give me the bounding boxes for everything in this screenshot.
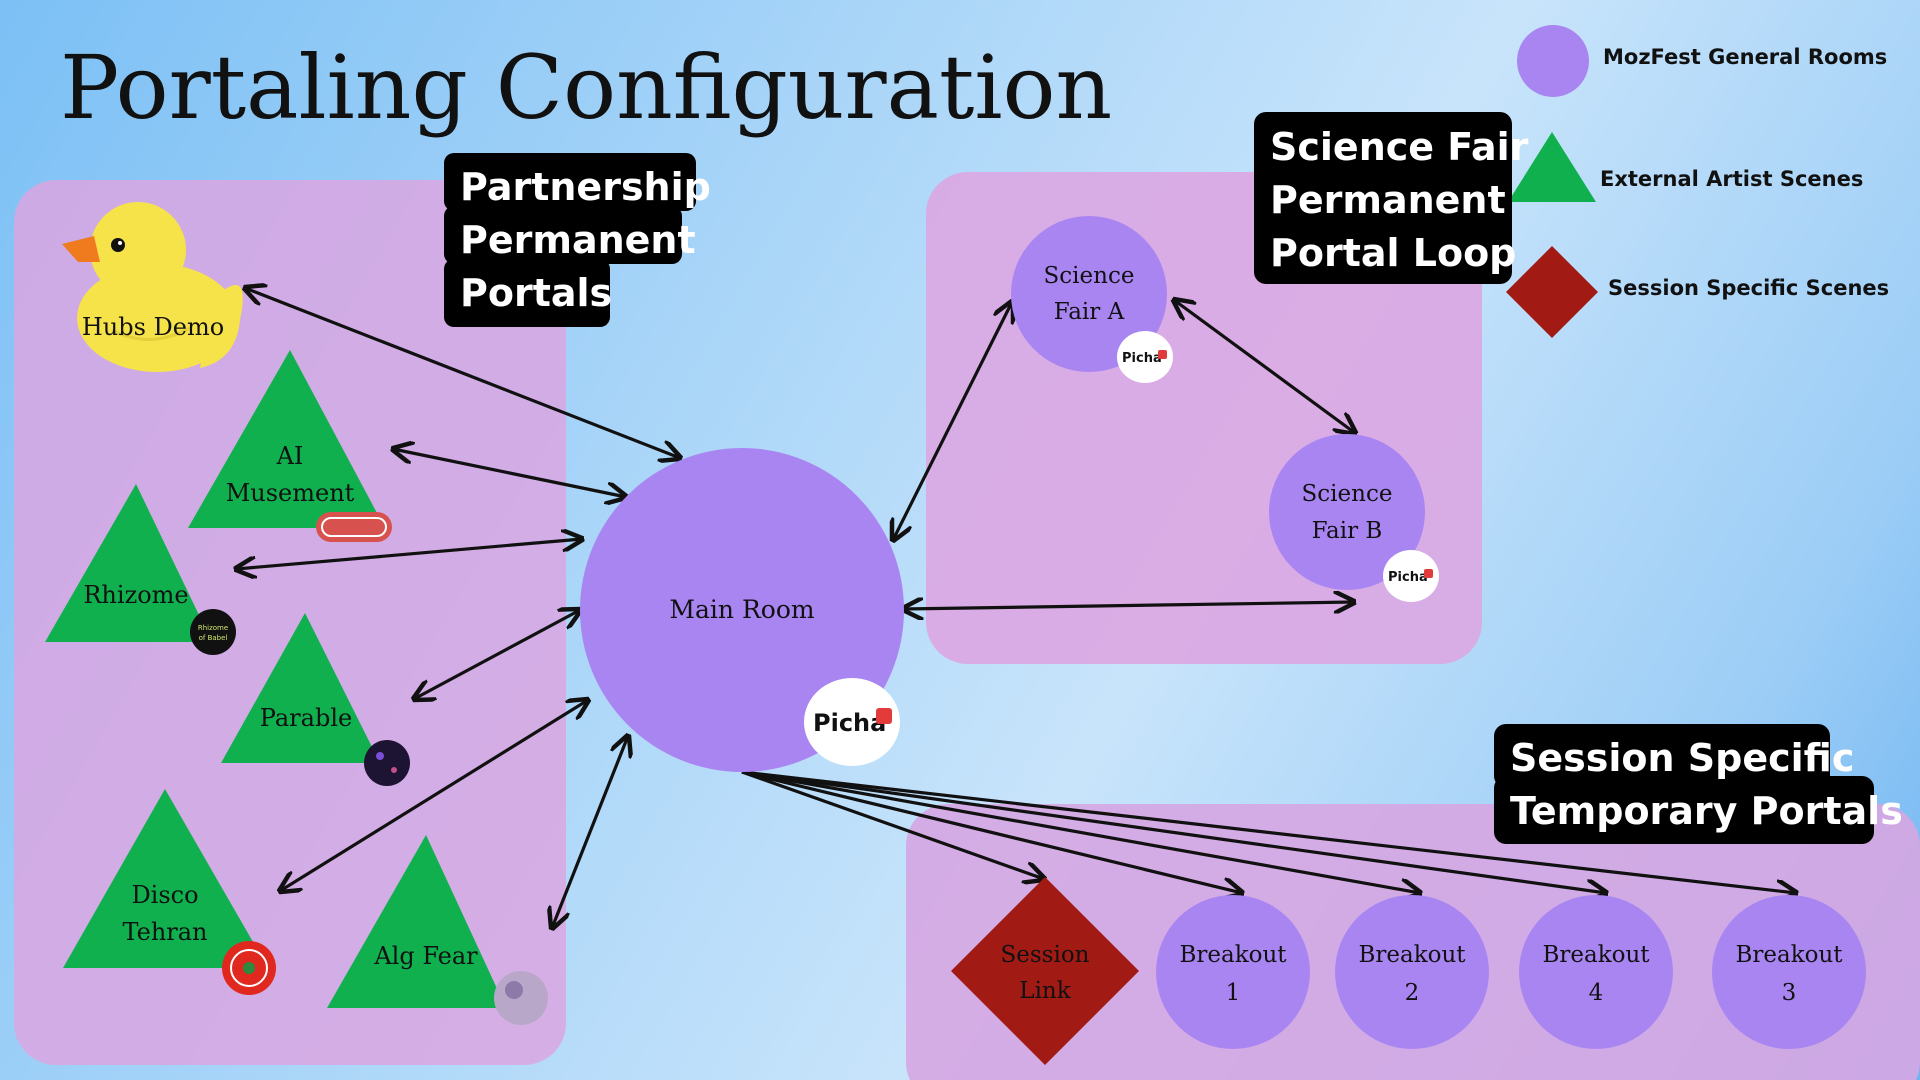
- ai-musement-label-2: Musement: [226, 479, 355, 507]
- arrow-sfa-sfb: [1174, 300, 1355, 433]
- science-fair-line-3: Portal Loop: [1270, 231, 1516, 275]
- picha-logo-text: Picha: [813, 709, 886, 737]
- session-link-node[interactable]: Session Link: [951, 877, 1139, 1065]
- breakout-3-node[interactable]: Breakout 3: [1712, 895, 1866, 1049]
- portal-arrows: [236, 288, 1355, 928]
- legend-room-label: MozFest General Rooms: [1603, 45, 1887, 69]
- main-room-label: Main Room: [669, 595, 814, 624]
- breakout-2-label-2: 2: [1405, 980, 1420, 1006]
- science-fair-a-node[interactable]: Science Fair A Picha: [1011, 216, 1173, 383]
- arrow-main-breakout-4: [741, 770, 1606, 893]
- parable-label: Parable: [260, 704, 352, 732]
- breakout-1-label-2: 1: [1226, 980, 1241, 1006]
- rhizome-badge-text-2: of Babel: [199, 634, 228, 642]
- ai-musement-badge-icon: [316, 512, 392, 542]
- rhizome-badge-icon: Rhizome of Babel: [190, 609, 236, 655]
- partnership-line-3: Portals: [460, 271, 612, 315]
- legend-artist-label: External Artist Scenes: [1600, 167, 1863, 191]
- session-label-box: Session Specific Temporary Portals: [1494, 724, 1903, 844]
- arrow-disco-main: [280, 700, 588, 891]
- legend-room-icon: [1517, 25, 1589, 97]
- rhizome-node[interactable]: Rhizome Rhizome of Babel: [45, 484, 236, 655]
- arrow-hubs-main: [245, 288, 680, 458]
- arrow-rhizome-main: [236, 539, 582, 569]
- breakout-3-label-2: 3: [1782, 980, 1797, 1006]
- duck-icon: [62, 202, 243, 372]
- arrow-parable-main: [414, 610, 580, 699]
- alg-fear-label: Alg Fear: [373, 942, 478, 970]
- partnership-line-1: Partnership: [460, 165, 711, 209]
- page-title: Portaling Configuration: [60, 36, 1112, 139]
- parable-node[interactable]: Parable: [221, 613, 410, 786]
- disco-tehran-badge-icon: [222, 941, 276, 995]
- breakout-1-node[interactable]: Breakout 1: [1156, 895, 1310, 1049]
- arrow-main-session-link: [741, 770, 1044, 879]
- science-fair-a-label-1: Science: [1044, 263, 1135, 289]
- main-room-node[interactable]: Main Room Picha: [580, 448, 904, 772]
- breakout-1-label-1: Breakout: [1179, 942, 1287, 968]
- breakout-4-node[interactable]: Breakout 4: [1519, 895, 1673, 1049]
- science-fair-b-label-2: Fair B: [1312, 518, 1383, 544]
- breakout-2-label-1: Breakout: [1358, 942, 1466, 968]
- ai-musement-node[interactable]: AI Musement: [188, 350, 392, 542]
- session-line-2: Temporary Portals: [1510, 789, 1903, 833]
- disco-tehran-label-1: Disco: [131, 881, 198, 909]
- science-fair-line-1: Science Fair: [1270, 125, 1529, 169]
- partnership-line-2: Permanent: [460, 218, 696, 262]
- science-fair-a-label-2: Fair A: [1054, 299, 1125, 325]
- session-link-label-1: Session: [1001, 942, 1090, 968]
- partnership-label-box: Partnership Permanent Portals: [444, 153, 711, 327]
- parable-badge-icon: [364, 740, 410, 786]
- picha-logo-icon: Picha: [804, 678, 900, 766]
- legend-session-label: Session Specific Scenes: [1608, 276, 1889, 300]
- science-fair-a-picha-text: Picha: [1122, 351, 1162, 366]
- rhizome-label: Rhizome: [83, 581, 188, 609]
- breakout-4-label-2: 4: [1589, 980, 1604, 1006]
- alg-fear-node[interactable]: Alg Fear: [327, 835, 548, 1025]
- rhizome-badge-text-1: Rhizome: [198, 624, 228, 632]
- arrow-ai-main: [393, 449, 626, 497]
- hubs-demo-node[interactable]: Hubs Demo: [62, 202, 243, 372]
- disco-tehran-label-2: Tehran: [122, 918, 207, 946]
- arrow-main-breakout-2: [741, 770, 1420, 893]
- arrow-main-breakout-3: [741, 770, 1796, 893]
- arrow-main-breakout-1: [741, 770, 1242, 893]
- session-arrows: [741, 770, 1796, 893]
- session-line-1: Session Specific: [1510, 736, 1854, 780]
- arrow-main-sfa: [893, 302, 1012, 540]
- hubs-demo-label: Hubs Demo: [82, 313, 224, 341]
- science-fair-b-node[interactable]: Science Fair B Picha: [1269, 434, 1439, 602]
- alg-fear-badge-icon: [494, 971, 548, 1025]
- science-fair-b-picha-text: Picha: [1388, 570, 1428, 585]
- legend-artist-icon: [1508, 132, 1596, 202]
- breakout-2-node[interactable]: Breakout 2: [1335, 895, 1489, 1049]
- science-fair-b-picha-icon: Picha: [1383, 550, 1439, 602]
- arrow-alg-main: [552, 736, 628, 928]
- legend-session-icon: [1506, 246, 1598, 338]
- breakout-4-label-1: Breakout: [1542, 942, 1650, 968]
- science-fair-a-picha-icon: Picha: [1117, 331, 1173, 383]
- science-fair-label-box: Science Fair Permanent Portal Loop: [1254, 112, 1529, 284]
- breakout-3-label-1: Breakout: [1735, 942, 1843, 968]
- ai-musement-label-1: AI: [276, 442, 304, 470]
- disco-tehran-node[interactable]: Disco Tehran: [63, 789, 276, 995]
- arrow-main-sfb: [903, 602, 1354, 609]
- science-fair-line-2: Permanent: [1270, 178, 1506, 222]
- session-link-label-2: Link: [1019, 978, 1071, 1004]
- science-fair-b-label-1: Science: [1302, 481, 1393, 507]
